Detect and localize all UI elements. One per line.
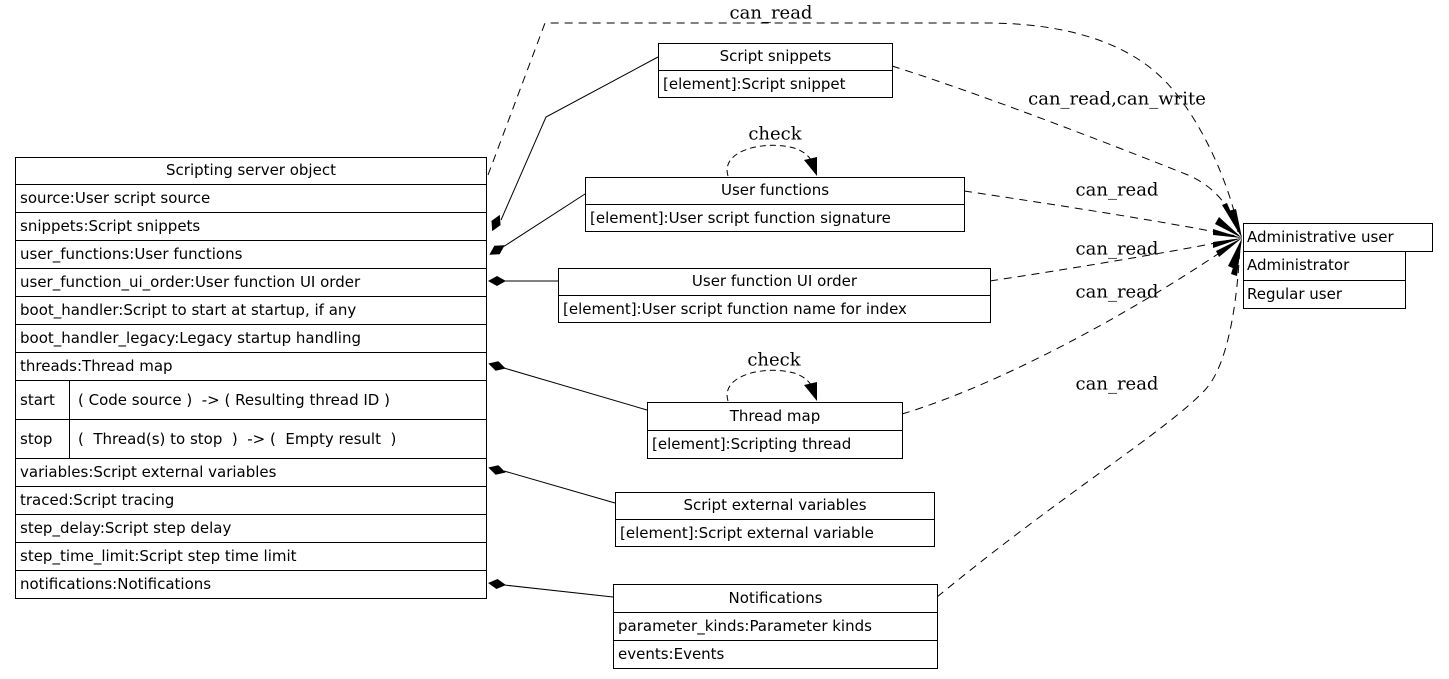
edge-label-check-thread-map: check: [747, 349, 801, 371]
node-title: Script snippets: [719, 47, 832, 65]
field-boot-handler: boot_handler:Script to start at startup,…: [16, 296, 486, 324]
edge-label-top-can-read: can_read: [729, 2, 813, 24]
administrative-user-body: Administrator Regular user: [1243, 251, 1406, 309]
dashed-edge-top-can-read: [487, 22, 1240, 233]
field-source: source:User script source: [16, 184, 486, 212]
composition-edge-snippets: [491, 56, 659, 232]
field-parameter-kinds: parameter_kinds:Parameter kinds: [614, 612, 937, 640]
node-title: Script external variables: [683, 496, 867, 514]
element-row: [element]:User script function signature: [586, 204, 964, 231]
edge-label-can-read-ui-order: can_read: [1075, 238, 1159, 260]
method-name: stop: [16, 420, 70, 458]
dashed-edge-snippets: [891, 65, 1239, 233]
composition-edge-threads: [488, 361, 648, 411]
field-user-functions: user_functions:User functions: [16, 240, 486, 268]
dashed-edge-thread-map: [901, 242, 1235, 415]
script-snippets-node: Script snippets [element]:Script snippet: [658, 43, 893, 98]
element-row: [element]:Script snippet: [659, 70, 892, 97]
script-external-variables-node: Script external variables [element]:Scri…: [615, 492, 935, 547]
user-row-administrator: Administrator: [1247, 256, 1350, 274]
thread-map-node: Thread map [element]:Scripting thread: [647, 402, 903, 459]
field-events: events:Events: [614, 640, 937, 668]
scripting-server-object-node: Scripting server object source:User scri…: [15, 157, 487, 599]
edge-label-can-read-thread-map: can_read: [1075, 281, 1159, 303]
edge-label-can-read-notifications: can_read: [1075, 373, 1159, 395]
user-functions-node: User functions [element]:User script fun…: [585, 177, 965, 232]
field-threads: threads:Thread map: [16, 352, 486, 380]
administrative-user-title: Administrative user: [1243, 223, 1433, 252]
method-stop: stop ( Thread(s) to stop ) -> ( Empty re…: [16, 419, 486, 458]
node-title: Notifications: [728, 589, 823, 607]
node-title: User function UI order: [691, 272, 858, 290]
notifications-node: Notifications parameter_kinds:Parameter …: [613, 584, 938, 669]
edge-label-can-read-user-functions: can_read: [1075, 179, 1159, 201]
field-variables: variables:Script external variables: [16, 458, 486, 486]
user-function-ui-order-node: User function UI order [element]:User sc…: [558, 268, 991, 323]
method-signature: ( Code source ) -> ( Resulting thread ID…: [78, 391, 390, 409]
node-title: Thread map: [729, 407, 821, 425]
field-user-function-ui-order: user_function_ui_order:User function UI …: [16, 268, 486, 296]
method-name: start: [16, 381, 70, 419]
element-row: [element]:Scripting thread: [648, 430, 902, 458]
composition-edge-user-functions: [489, 193, 586, 255]
check-loop-user-functions: [726, 144, 817, 177]
edge-label-can-read-can-write: can_read,can_write: [1028, 88, 1206, 110]
field-boot-handler-legacy: boot_handler_legacy:Legacy startup handl…: [16, 324, 486, 352]
user-row-regular-user: Regular user: [1244, 280, 1405, 308]
field-traced: traced:Script tracing: [16, 486, 486, 514]
field-step-time-limit: step_time_limit:Script step time limit: [16, 542, 486, 570]
starburst-arrowheads: [1213, 203, 1242, 276]
edge-label-check-user-functions: check: [748, 123, 802, 145]
field-notifications: notifications:Notifications: [16, 570, 486, 598]
method-signature: ( Thread(s) to stop ) -> ( Empty result …: [78, 430, 397, 448]
field-step-delay: step_delay:Script step delay: [16, 514, 486, 542]
node-title: Scripting server object: [166, 161, 336, 179]
composition-edge-variables: [488, 465, 616, 504]
element-row: [element]:Script external variable: [616, 519, 934, 546]
composition-edge-notifications: [488, 579, 614, 598]
element-row: [element]:User script function name for …: [559, 295, 990, 322]
check-loop-thread-map: [726, 369, 817, 402]
node-title: User functions: [720, 181, 830, 199]
field-snippets: snippets:Script snippets: [16, 212, 486, 240]
composition-edge-ui-order: [488, 276, 558, 286]
method-start: start ( Code source ) -> ( Resulting thr…: [16, 380, 486, 419]
